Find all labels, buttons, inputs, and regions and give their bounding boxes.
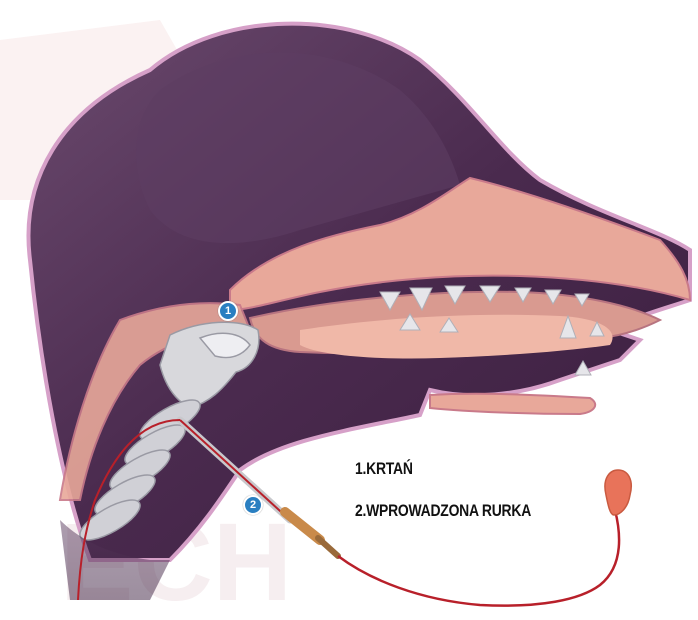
lower-lip [430, 394, 595, 414]
pilot-cuff [605, 470, 631, 515]
marker-larynx: 1 [218, 301, 238, 321]
marker-tube: 2 [243, 495, 263, 515]
legend-text: KRTAŃ [366, 459, 413, 478]
tube-adapter [318, 538, 338, 556]
legend-number: 1. [355, 459, 366, 478]
legend-number: 2. [355, 501, 366, 520]
legend-item-larynx: 1.KRTAŃ [355, 458, 531, 500]
legend: 1.KRTAŃ 2.WPROWADZONA RURKA [355, 458, 531, 542]
legend-text: WPROWADZONA RURKA [366, 501, 531, 520]
legend-item-tube: 2.WPROWADZONA RURKA [355, 500, 531, 542]
